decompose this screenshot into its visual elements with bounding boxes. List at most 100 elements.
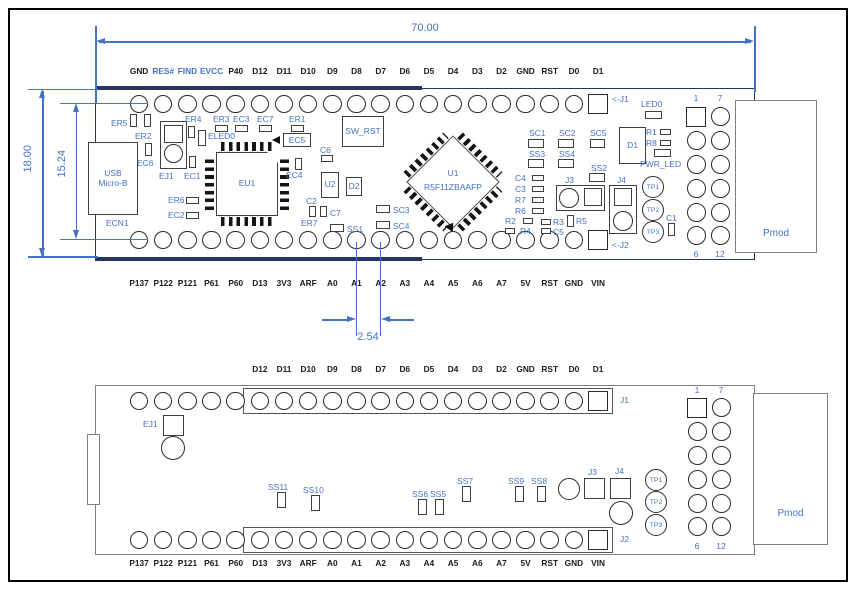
j1-arrow-label: <-J1 [612, 94, 629, 104]
pin-label: RES# [152, 66, 175, 76]
pin-pad [369, 390, 393, 412]
dim254-lead-right [387, 319, 414, 321]
pwr-led-label: PWR_LED [640, 159, 682, 169]
ec7-label: EC7 [257, 114, 274, 124]
pin-pad [248, 390, 272, 412]
bv-pmod-pin1-label: 1 [694, 385, 700, 395]
sc4-pad [376, 221, 390, 229]
pin-label: D10 [300, 66, 316, 76]
d1-label: D1 [627, 139, 638, 150]
ss5-pad [435, 499, 444, 515]
u1-part-number: R5F11ZBAAFP [424, 181, 482, 192]
pmod-pin-pad [685, 515, 709, 539]
pin-label: D9 [327, 364, 338, 374]
dim254-line-a2 [379, 242, 381, 336]
pmod-pin-pad [684, 200, 708, 224]
top-view-top-pin-row [127, 93, 610, 115]
pin-label: A6 [471, 278, 483, 288]
ss1-pad [330, 224, 344, 232]
ec5-boxed-label: EC5 [283, 133, 311, 147]
r6-label: R6 [515, 206, 526, 216]
u2-chip: U2 [321, 172, 339, 198]
pin-label: 5V [520, 278, 531, 288]
eu1-pins-right [280, 158, 289, 210]
c2-label: C2 [306, 196, 317, 206]
bv-tp1-label: TP1 [649, 476, 663, 484]
ss9-pad [515, 486, 524, 502]
ec3-label: EC3 [233, 114, 250, 124]
pin-pad [272, 93, 296, 115]
c5-pad [541, 228, 551, 234]
pmod-pin-pad [709, 467, 733, 491]
pin-pad [393, 529, 417, 551]
j2-arrow-label: <-J2 [612, 240, 629, 250]
pin-pad [344, 93, 368, 115]
u1-label: U1 [447, 168, 459, 178]
ec3-pad [235, 125, 248, 132]
j3-round-pad [559, 188, 579, 208]
usb-label-line1: USB [104, 168, 122, 179]
pmod-pin1-label: 1 [693, 93, 699, 103]
ss6-pad [418, 499, 427, 515]
pin-pad [248, 93, 272, 115]
pmod-pin-pad [685, 420, 709, 444]
bv-mount-hole [558, 478, 580, 500]
ss2-label: SS2 [591, 163, 608, 173]
r2-label: R2 [505, 216, 516, 226]
pin-label: GND [564, 558, 584, 568]
pin-label: ARF [299, 558, 317, 568]
c7-pad [320, 206, 327, 217]
pin-pad [514, 390, 538, 412]
ss7-label: SS7 [457, 476, 474, 486]
ss4-label: SS4 [559, 149, 576, 159]
pin-pad [151, 93, 175, 115]
pin-label: P61 [204, 558, 219, 568]
led0-pad [645, 111, 662, 119]
ss1-label: SS1 [347, 224, 364, 234]
bv-ej1-label: EJ1 [143, 419, 158, 429]
pin-label: D3 [471, 364, 483, 374]
ss3-pad [528, 159, 544, 168]
c2-pad [309, 206, 316, 217]
pin-label: D11 [276, 364, 292, 374]
pin-pad [151, 529, 175, 551]
er3-label: ER3 [213, 114, 230, 124]
pitch-dimension-value: 2.54 [357, 331, 379, 343]
pin-label: GND [516, 364, 535, 374]
sc4-label: SC4 [393, 221, 410, 231]
ec1-label: EC1 [184, 171, 201, 181]
pin-label: A4 [423, 558, 435, 568]
pin-pad [465, 390, 489, 412]
pin-label [224, 364, 248, 374]
c3-pad [532, 186, 544, 192]
pin-label: EVCC [200, 66, 224, 76]
bv-j4-label: J4 [615, 466, 624, 476]
pin-pad [417, 529, 441, 551]
pin-label: RST [541, 558, 559, 568]
pin-label: P60 [228, 278, 244, 288]
dim15-ext-bottom [60, 238, 148, 240]
c6-label: C6 [320, 145, 331, 155]
er1-label: ER1 [289, 114, 306, 124]
pmod-pin-pad [684, 224, 708, 248]
pmod-connector [735, 100, 817, 253]
bottom-view-top-pin-row [127, 390, 610, 412]
r8-pad [660, 140, 671, 146]
c3-label: C3 [515, 184, 526, 194]
r7-label: R7 [515, 195, 526, 205]
r8-label: R8 [646, 138, 657, 148]
j3-label: J3 [565, 175, 574, 185]
pin-label: P121 [177, 278, 198, 288]
u1-labels: U1 R5F11ZBAAFP [405, 167, 501, 194]
pin-label: P121 [177, 558, 198, 568]
sw-rst-button: SW_RST [342, 116, 384, 147]
pin-pad [586, 229, 610, 251]
bv-j4-round-pad [609, 501, 633, 525]
pin-label: A6 [471, 558, 483, 568]
top-header-edge [95, 86, 422, 90]
pin-pad [272, 390, 296, 412]
tp3-label: TP3 [646, 228, 660, 236]
pin-label: D9 [327, 66, 338, 76]
